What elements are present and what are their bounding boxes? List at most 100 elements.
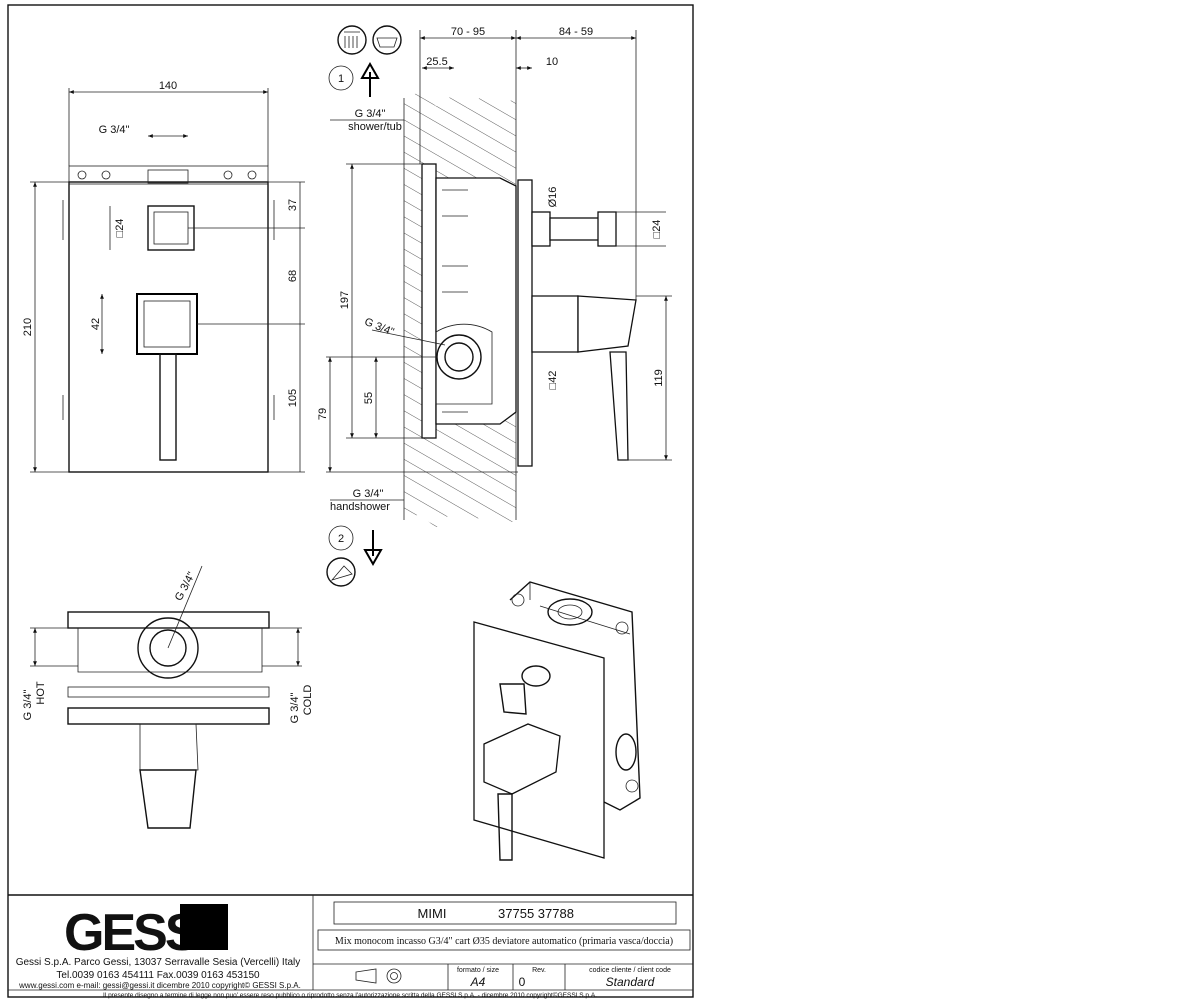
bottom-outlet-bore: [149, 629, 187, 667]
title-block: GESSI Gessi S.p.A. Parco Gessi, 13037 Se…: [8, 895, 693, 999]
front-lever: [159, 353, 177, 461]
projection-symbol-icon: [355, 968, 377, 984]
lever-body: [531, 295, 579, 353]
rev-value: 0: [519, 975, 526, 989]
web-line: www.gessi.com e-mail: gessi@gessi.it dic…: [18, 981, 301, 990]
iso-diverter-stem: [499, 683, 527, 715]
outlet-2-badge: [328, 525, 354, 551]
bathtub-icon: [372, 25, 402, 55]
dim-79-text: 79: [317, 408, 329, 420]
shower-head-icon-lines: [344, 31, 360, 48]
bottom-flange: [67, 611, 270, 629]
dim-sq24-text: □24: [114, 219, 126, 238]
dim-55-text: 55: [363, 392, 375, 404]
iso-top-port: [547, 598, 593, 626]
client-label: codice cliente / client code: [589, 967, 671, 974]
front-handle-square: [136, 293, 198, 355]
outlet-2-text: 2: [338, 533, 344, 545]
dim-sq42-side-text: □42: [547, 371, 559, 390]
dim-37-text: 37: [287, 199, 299, 211]
bottom-outlet-ring: [137, 617, 199, 679]
projection-symbol-circle-inner: [390, 972, 398, 980]
dim-7095-text: 70 - 95: [451, 26, 485, 38]
box-boss: [435, 323, 493, 405]
front-view: 140 G 3/4" 210 □24 42 37 68 105: [22, 80, 305, 473]
shower-head-icon: [337, 25, 367, 55]
box-body: [435, 177, 517, 425]
dim-sq24-side-text: □24: [651, 220, 663, 239]
hand-g34-text: G 3/4": [353, 488, 384, 500]
iso-side-port: [615, 733, 637, 771]
front-screw-hole: [247, 170, 257, 180]
hot-g34-text: G 3/4": [22, 690, 34, 721]
side-view: 70 - 95 84 - 59 25.5 10 197 79 55 Ø16 □2…: [317, 25, 672, 587]
format-label: formato / size: [457, 967, 499, 974]
tb-product-box: [333, 901, 677, 925]
cold-g34-text: G 3/4": [289, 693, 301, 724]
iso-handle: [483, 723, 561, 795]
dim-105-text: 105: [287, 389, 299, 407]
product-name: MIMI: [418, 906, 447, 921]
tb-desc-box: [317, 929, 691, 951]
front-plate: [68, 181, 269, 473]
dim-inlet-text: G 3/4": [99, 124, 130, 136]
dim-d16-text: Ø16: [547, 187, 559, 208]
dim-8459-text: 84 - 59: [559, 26, 593, 38]
dim-210-text: 210: [22, 318, 34, 336]
product-description: Mix monocom incasso G3/4" cart Ø35 devia…: [335, 936, 673, 947]
cover-plate: [517, 179, 533, 467]
diverter-knob: [597, 211, 617, 247]
iso-box-outline: [509, 581, 641, 811]
cold-label: COLD: [302, 685, 314, 716]
down-arrow-icon: [363, 530, 383, 567]
outlet-1-text: 1: [338, 73, 344, 85]
front-top-inlet: [147, 169, 189, 184]
iso-screw: [625, 779, 639, 793]
gessi-logo-block: [180, 904, 228, 950]
client-value: Standard: [606, 975, 655, 989]
dim-255-text: 25.5: [426, 56, 447, 68]
dim-42-text: 42: [90, 318, 102, 330]
shower-g34-text: G 3/4": [355, 108, 386, 120]
front-diverter-square: [147, 205, 195, 251]
bottom-view: G 3/4" G 3/4" HOT G 3/4" COLD: [22, 565, 314, 829]
dim-119-text: 119: [653, 369, 665, 387]
bottom-plate-a: [67, 686, 270, 698]
dim-10-text: 10: [546, 56, 558, 68]
projection-symbol-circle: [386, 968, 402, 984]
front-diverter-inner: [153, 211, 189, 245]
leader-body-g34: [371, 329, 446, 346]
hand-shower-icon-lines: [330, 565, 353, 581]
front-handle-inner: [143, 300, 191, 348]
iso-lever: [497, 793, 513, 861]
iso-top-port-bore: [557, 604, 583, 620]
handshower-label: handshower: [330, 501, 390, 513]
rev-label: Rev.: [532, 967, 546, 974]
bottom-body: [77, 627, 263, 673]
bathtub-icon-lines: [376, 37, 398, 48]
iso-box-edges: [529, 582, 631, 635]
leader-bottom-g34: [167, 565, 203, 649]
bottom-g34-text: G 3/4": [173, 570, 198, 603]
box-flange: [421, 163, 437, 439]
company-line: Gessi S.p.A. Parco Gessi, 13037 Serraval…: [16, 957, 301, 968]
phone-line: Tel.0039 0163 454111 Fax.0039 0163 45315…: [56, 970, 260, 981]
iso-screw: [615, 621, 629, 635]
box-outlet-bore: [444, 342, 474, 372]
diverter-stem: [549, 217, 601, 241]
up-arrow-icon: [360, 61, 380, 97]
copyright-bottom: Il presente disegno a termine di legge n…: [103, 991, 597, 999]
outlet-1-badge: [328, 65, 354, 91]
front-top-bracket: [68, 165, 269, 185]
dim-197-text: 197: [339, 291, 351, 309]
format-value: A4: [470, 975, 486, 989]
front-screw-hole: [101, 170, 111, 180]
front-screw-hole: [223, 170, 233, 180]
lever-head: [577, 295, 637, 353]
iso-diverter-knob: [521, 665, 551, 687]
hot-label: HOT: [35, 681, 47, 705]
iso-screw: [511, 593, 525, 607]
bottom-knob-stem: [139, 723, 199, 771]
sheet-border: [7, 4, 694, 998]
